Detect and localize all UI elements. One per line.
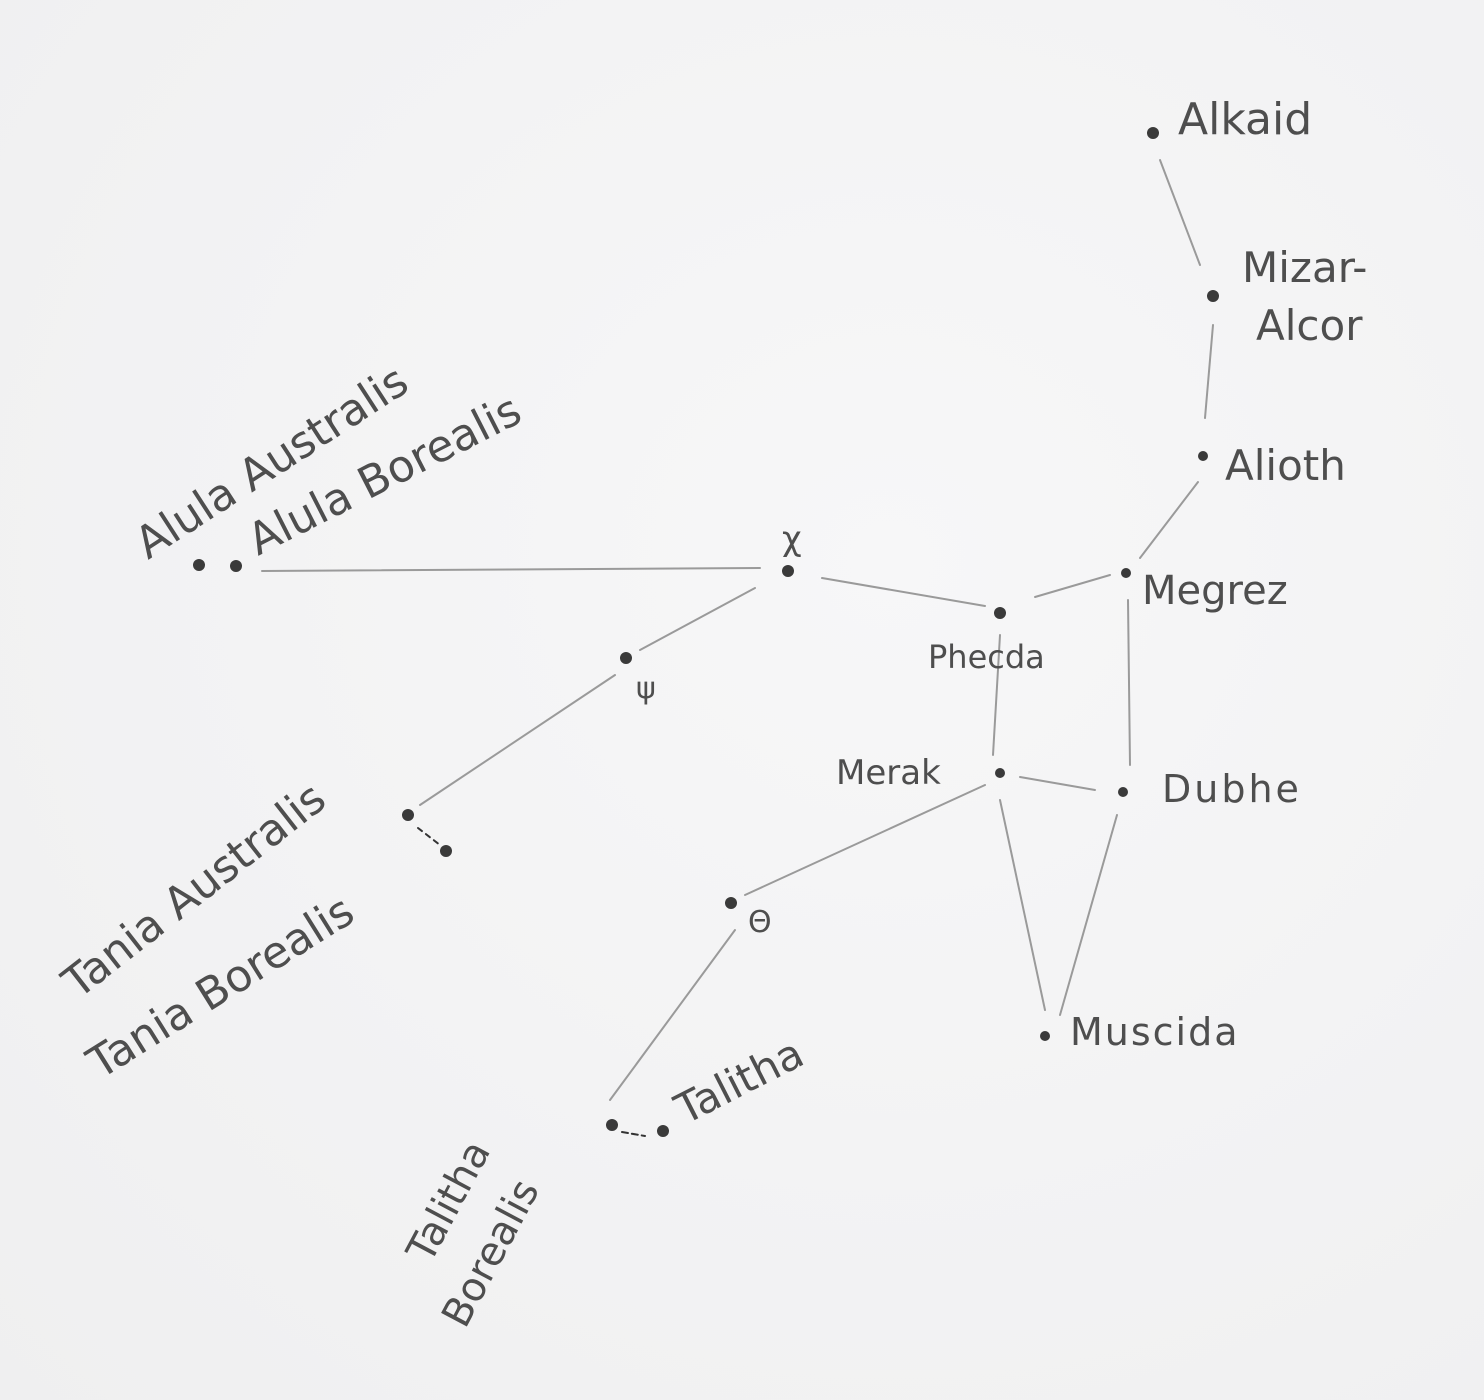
label-psi: ψ [636, 671, 656, 706]
connection-lines [261, 159, 1214, 1137]
star-phecda [994, 607, 1006, 619]
label-mizar-line1: Mizar- [1242, 243, 1367, 292]
star-chi [782, 565, 794, 577]
line-merak-dubhe [1019, 776, 1096, 791]
line-phecda-chi [821, 577, 986, 607]
label-merak: Merak [836, 753, 941, 793]
line-megrez-phecda [1034, 574, 1111, 598]
line-tania-pair [417, 827, 441, 846]
line-psi-tania [419, 674, 616, 806]
label-mizar-line2: Alcor [1256, 301, 1363, 350]
star-psi [620, 652, 632, 664]
star-dubhe [1118, 787, 1128, 797]
line-chi-psi [639, 587, 756, 651]
line-megrez-dubhe [1127, 599, 1131, 766]
star-mizar [1207, 290, 1219, 302]
star-talitha [657, 1125, 669, 1137]
star-merak [995, 768, 1005, 778]
star-megrez [1121, 568, 1131, 578]
label-phecda: Phecda [928, 638, 1045, 676]
label-talitha: Talitha [666, 1028, 811, 1134]
line-merak-theta [744, 784, 986, 896]
star-alkaid [1147, 127, 1159, 139]
star-tania-australis [402, 809, 414, 821]
star-theta [725, 897, 737, 909]
line-dubhe-muscida [1059, 814, 1118, 1016]
line-alkaid-mizar [1159, 159, 1201, 266]
label-alkaid: Alkaid [1178, 94, 1312, 145]
star-labels: Alkaid Mizar- Alcor Alioth Megrez Phecda… [53, 94, 1368, 1335]
star-alula-australis [193, 559, 205, 571]
label-alioth: Alioth [1225, 441, 1346, 490]
line-chi-alula [261, 567, 761, 572]
label-dubhe: Dubhe [1162, 767, 1302, 811]
line-merak-muscida [999, 799, 1046, 1011]
label-theta: Θ [748, 905, 772, 940]
star-tania-borealis [440, 845, 452, 857]
label-megrez: Megrez [1142, 568, 1288, 614]
line-phecda-merak [992, 634, 1001, 756]
label-chi: χ [782, 519, 802, 559]
line-theta-talitha-borealis [609, 929, 736, 1101]
star-talitha-borealis [606, 1119, 618, 1131]
star-alioth [1198, 451, 1208, 461]
star-muscida [1040, 1031, 1050, 1041]
line-talitha-pair [621, 1131, 646, 1137]
line-mizar-alioth [1204, 324, 1214, 419]
star-alula-borealis [230, 560, 242, 572]
line-alioth-megrez [1139, 481, 1199, 559]
label-muscida: Muscida [1070, 1010, 1240, 1054]
star-points [193, 127, 1219, 1137]
